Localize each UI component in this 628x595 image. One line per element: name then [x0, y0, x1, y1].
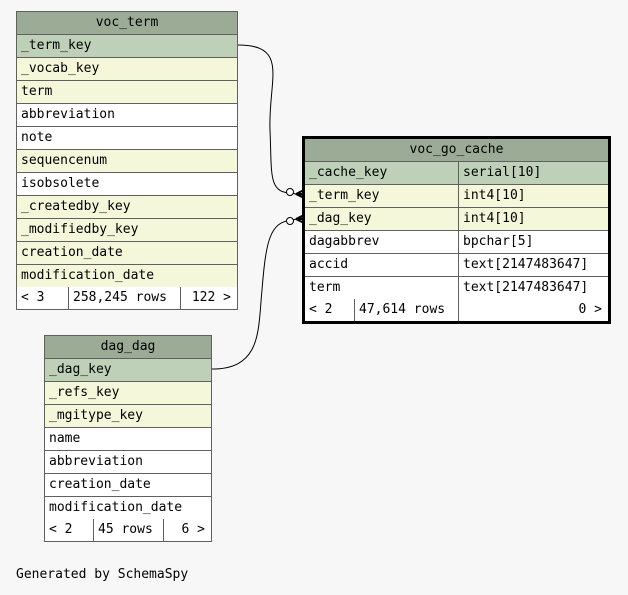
row-count: 258,245 rows: [69, 287, 181, 309]
column-row[interactable]: _dag_key: [45, 359, 211, 382]
children-count[interactable]: 0 >: [578, 302, 602, 317]
column-row[interactable]: creation_date: [17, 242, 237, 265]
table-footer: < 2 45 rows 6 >: [45, 519, 211, 541]
column-row[interactable]: sequencenum: [17, 150, 237, 173]
column-name: _refs_key: [49, 385, 120, 400]
column-name: modification_date: [21, 268, 155, 283]
column-name: _vocab_key: [21, 61, 100, 76]
column-row[interactable]: abbreviation: [45, 451, 211, 474]
children-count[interactable]: 6 >: [181, 522, 205, 537]
children-count[interactable]: 122 >: [191, 290, 231, 305]
column-row[interactable]: dagabbrev bpchar[5]: [305, 231, 608, 254]
column-name: _dag_key: [305, 208, 459, 230]
column-name: modification_date: [49, 500, 183, 515]
column-name: creation_date: [49, 477, 151, 492]
column-type: int4[10]: [463, 188, 526, 203]
column-row[interactable]: _term_key int4[10]: [305, 185, 608, 208]
table-title[interactable]: voc_go_cache: [305, 139, 608, 162]
column-type: bpchar[5]: [463, 234, 534, 249]
column-type: text[2147483647]: [463, 257, 589, 272]
column-row[interactable]: _createdby_key: [17, 196, 237, 219]
column-type: int4[10]: [463, 211, 526, 226]
column-row[interactable]: _mgitype_key: [45, 405, 211, 428]
column-name: creation_date: [21, 245, 123, 260]
parents-count[interactable]: < 3: [17, 287, 69, 309]
column-row[interactable]: _refs_key: [45, 382, 211, 405]
column-row[interactable]: term text[2147483647]: [305, 277, 608, 299]
column-name: _term_key: [305, 185, 459, 207]
column-name: note: [21, 130, 53, 145]
table-title[interactable]: voc_term: [17, 12, 237, 35]
row-count: 45 rows: [94, 519, 164, 541]
parents-count[interactable]: < 2: [45, 519, 94, 541]
column-row[interactable]: isobsolete: [17, 173, 237, 196]
column-type: text[2147483647]: [463, 280, 589, 295]
column-name: sequencenum: [21, 153, 108, 168]
link-voc-term-optional-marker: [286, 188, 294, 196]
parents-count[interactable]: < 2: [305, 299, 355, 321]
column-row[interactable]: abbreviation: [17, 104, 237, 127]
column-name: abbreviation: [49, 454, 143, 469]
table-title[interactable]: dag_dag: [45, 336, 211, 359]
column-row[interactable]: _modifiedby_key: [17, 219, 237, 242]
column-name: _createdby_key: [21, 199, 131, 214]
column-row[interactable]: creation_date: [45, 474, 211, 497]
column-name: _mgitype_key: [49, 408, 143, 423]
column-name: _modifiedby_key: [21, 222, 139, 237]
column-name: name: [49, 431, 81, 446]
column-row[interactable]: _vocab_key: [17, 58, 237, 81]
column-row[interactable]: _term_key: [17, 35, 237, 58]
column-type: serial[10]: [463, 165, 542, 180]
table-footer: < 2 47,614 rows 0 >: [305, 299, 608, 321]
column-row[interactable]: _cache_key serial[10]: [305, 162, 608, 185]
column-row[interactable]: _dag_key int4[10]: [305, 208, 608, 231]
column-name: dagabbrev: [305, 231, 459, 253]
column-name: abbreviation: [21, 107, 115, 122]
row-count: 47,614 rows: [355, 299, 459, 321]
link-voc-term-to-voc-go-cache: [237, 44, 303, 197]
column-name: term: [305, 277, 459, 299]
link-dag-dag-optional-marker: [286, 217, 294, 225]
column-name: _cache_key: [305, 162, 459, 184]
column-row[interactable]: accid text[2147483647]: [305, 254, 608, 277]
column-row[interactable]: modification_date: [17, 265, 237, 287]
column-name: _dag_key: [49, 362, 112, 377]
column-name: isobsolete: [21, 176, 100, 191]
column-row[interactable]: note: [17, 127, 237, 150]
column-name: _term_key: [21, 38, 92, 53]
column-row[interactable]: term: [17, 81, 237, 104]
table-voc-go-cache[interactable]: voc_go_cache _cache_key serial[10] _term_k…: [302, 136, 611, 324]
column-name: term: [21, 84, 53, 99]
table-footer: < 3 258,245 rows 122 >: [17, 287, 237, 309]
column-row[interactable]: modification_date: [45, 497, 211, 519]
generated-by-note: Generated by SchemaSpy: [16, 567, 189, 582]
column-name: accid: [305, 254, 459, 276]
column-row[interactable]: name: [45, 428, 211, 451]
